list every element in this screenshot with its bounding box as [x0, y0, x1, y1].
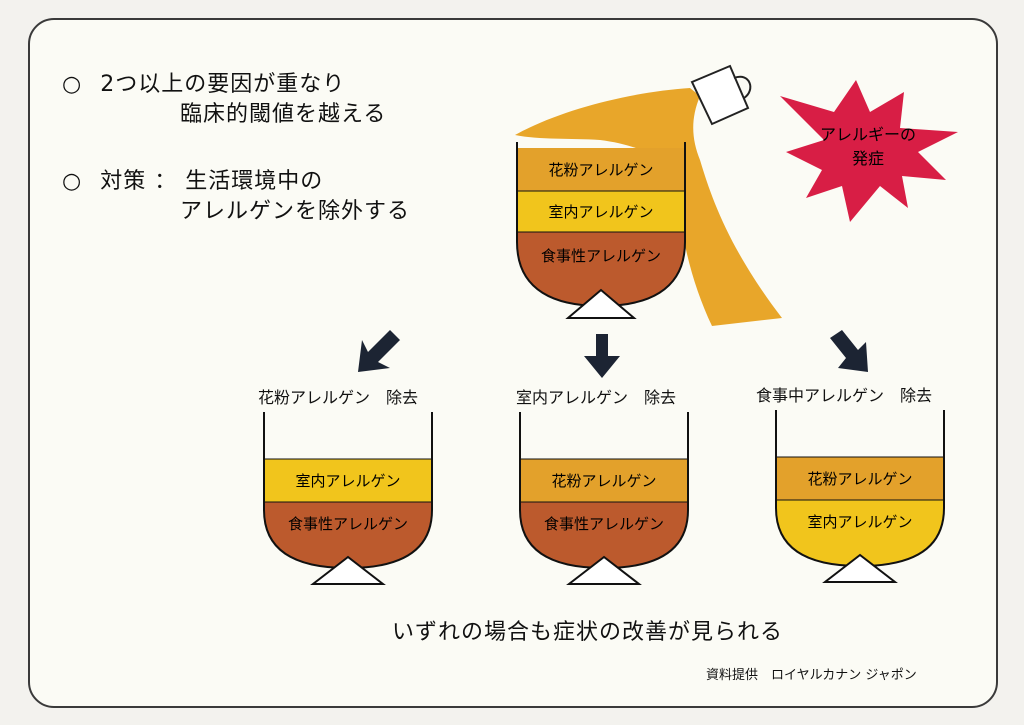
bullet-2-line-1: ○ 対策 ： 生活環境中の [62, 163, 323, 195]
result-3-label: 食事中アレルゲン 除去 [756, 386, 933, 405]
result-1-layer-1-text: 室内アレルゲン [295, 472, 400, 490]
bullet-1-text: 2つ以上の要因が重なり [100, 72, 346, 97]
burst-text-line-2: 発症 [852, 149, 884, 168]
overflow-spill [515, 88, 782, 326]
arrow-down-left-icon [358, 330, 404, 372]
result-2-label: 室内アレルゲン 除去 [516, 388, 677, 407]
burst-shape [780, 80, 958, 222]
result-glass-1: 室内アレルゲン 食事性アレルゲン [263, 412, 433, 585]
main-layer-1-text: 花粉アレルゲン [548, 161, 653, 179]
main-glass: 花粉アレルゲン 室内アレルゲン 食事性アレルゲン [516, 142, 686, 319]
result-glass-3: 花粉アレルゲン 室内アレルゲン [775, 410, 945, 583]
result-glass-2: 花粉アレルゲン 食事性アレルゲン [519, 412, 689, 585]
credit-text: 資料提供 ロイヤルカナン ジャポン [706, 668, 917, 683]
result-3-layer-2-text: 室内アレルゲン [807, 513, 912, 531]
result-2-layer-1-text: 花粉アレルゲン [551, 472, 656, 490]
bullet-1-line-1: ○ 2つ以上の要因が重なり [62, 66, 345, 98]
bullet-2-text: 対策 ： 生活環境中の [100, 169, 324, 194]
result-2-layer-2-text: 食事性アレルゲン [544, 515, 664, 533]
bullet-2-line-2: アレルゲンを除外する [180, 199, 411, 224]
result-3-layer-1-text: 花粉アレルゲン [807, 470, 912, 488]
arrow-down-icon [584, 334, 620, 378]
conclusion-text: いずれの場合も症状の改善が見られる [392, 620, 784, 645]
bullet-circle-icon: ○ [62, 169, 83, 194]
main-food-layer [517, 232, 685, 306]
pouring-cup-icon [690, 64, 752, 126]
main-indoor-layer [517, 191, 685, 232]
bullet-circle-icon: ○ [62, 72, 83, 97]
main-pollen-layer [517, 148, 685, 191]
result-1-layer-2-text: 食事性アレルゲン [288, 515, 408, 533]
main-layer-2-text: 室内アレルゲン [548, 203, 653, 221]
arrows [358, 330, 868, 378]
arrow-down-right-icon [830, 330, 868, 372]
result-1-label: 花粉アレルゲン 除去 [258, 388, 419, 407]
burst-text-line-1: アレルギーの [820, 125, 916, 144]
main-layer-3-text: 食事性アレルゲン [541, 247, 661, 265]
bullet-1-line-2: 臨床的閾値を越える [180, 102, 387, 127]
